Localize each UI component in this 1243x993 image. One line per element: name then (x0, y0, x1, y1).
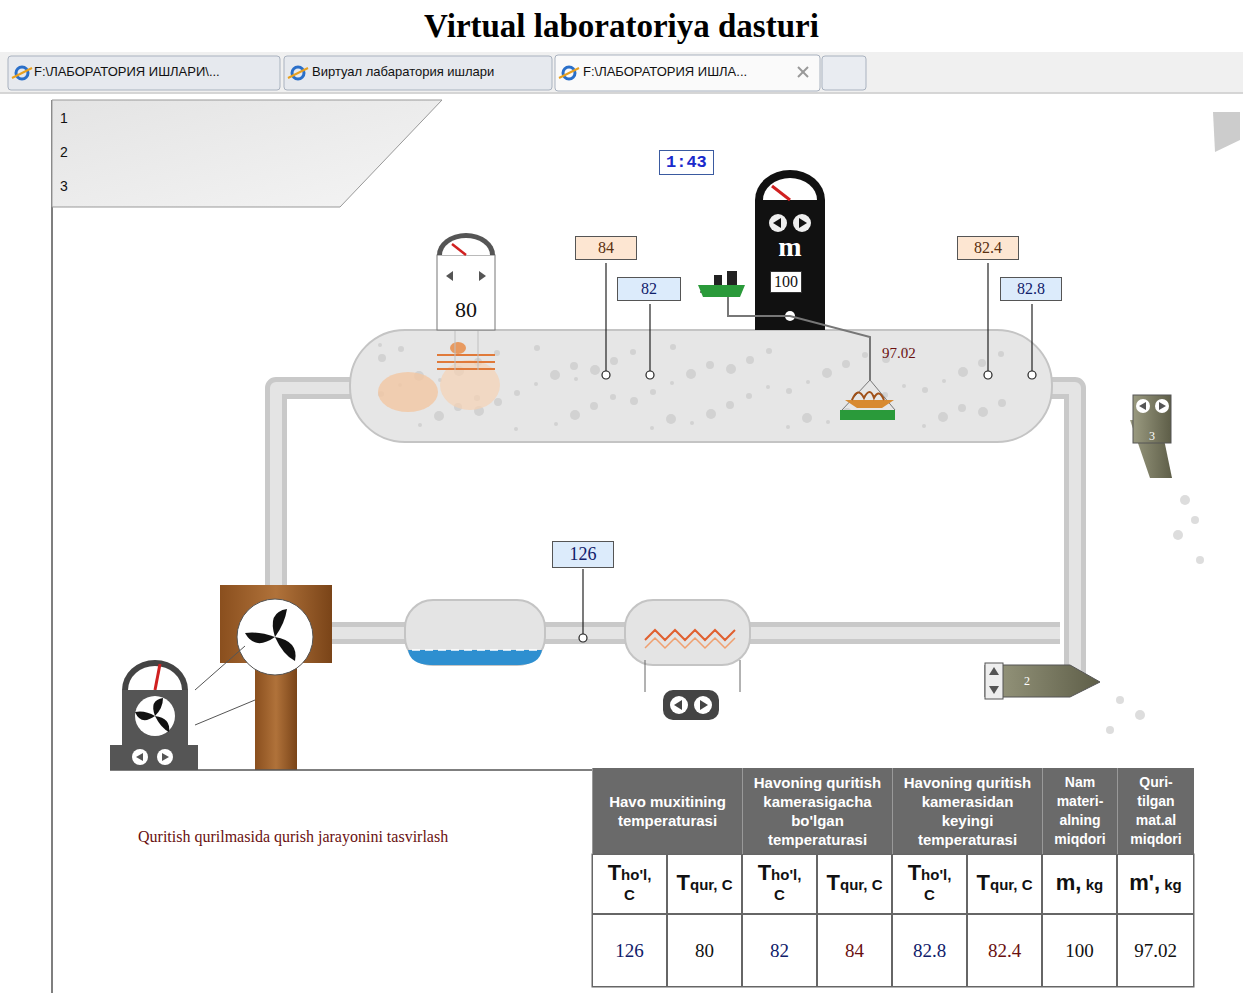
column-symbol: m, kg (1056, 873, 1103, 895)
value-text: 2 (1024, 674, 1030, 689)
table-value: 84 (845, 940, 864, 962)
gauge-value: 80 (455, 297, 477, 323)
column-symbol: Tho'l, C (601, 863, 659, 905)
temperature-sensor: 84 (575, 236, 637, 260)
table-value: 126 (615, 940, 644, 962)
page-title: Virtual laboratoriya dasturi (0, 8, 1243, 45)
value-text: 126 (559, 544, 607, 565)
value-text: 82 (624, 280, 674, 298)
value-text: 84 (582, 239, 630, 257)
column-symbol: Tho'l, C (901, 863, 959, 905)
sample-mass: 97.02 (882, 345, 916, 362)
table-column-header: Tho'l, C (892, 854, 967, 914)
column-symbol: Tho'l, C (751, 863, 809, 905)
table-column-header: Tqur, C (667, 854, 742, 914)
figure-caption: Quritish qurilmasida qurish jarayonini t… (138, 828, 448, 846)
table-value: 80 (695, 940, 714, 962)
table-header: Havoning quritish kamerasidan keyingi te… (892, 768, 1042, 854)
column-symbol: Tqur, C (677, 873, 733, 895)
table-header: Havoning quritish kamerasigacha bo'lgan … (742, 768, 892, 854)
column-symbol: Tqur, C (977, 873, 1033, 895)
menu-item: 2 (60, 142, 68, 176)
mass-readout: 100 (770, 271, 802, 293)
table-cell: 82.8 (892, 914, 967, 987)
temperature-sensor: 126 (552, 541, 614, 568)
menu-item: 3 (60, 176, 68, 210)
temperature-sensor: 82 (617, 277, 681, 301)
table-column-header: Tqur, C (817, 854, 892, 914)
table-value: 82.8 (913, 940, 946, 962)
table-column-header: Tqur, C (967, 854, 1042, 914)
temperature-sensor: 82.4 (957, 236, 1019, 260)
table-cell: 82 (742, 914, 817, 987)
menu-item: 1 (60, 108, 68, 142)
table-value: 100 (1065, 940, 1094, 962)
value-text: 80 (455, 297, 477, 323)
menu-panel: 123 (60, 108, 68, 210)
table-cell: 82.4 (967, 914, 1042, 987)
table-header: Havo muxitining temperaturasi (592, 768, 742, 854)
table-cell: 80 (667, 914, 742, 987)
table-value: 82.4 (988, 940, 1021, 962)
scale-unit: m 100 (755, 170, 825, 330)
timer-box: 1:43 (659, 150, 714, 175)
browser-tab: F:\ЛАБОРАТОРИЯ ИШЛА... (583, 64, 747, 79)
table-column-header: m, kg (1042, 854, 1117, 914)
table-column-header: Tho'l, C (592, 854, 667, 914)
browser-tab: Виртуал лабаратория ишлари (312, 64, 494, 79)
value-text: 3 (1149, 429, 1155, 444)
value-text: 1:43 (666, 153, 707, 172)
valve-number: 2 (1024, 674, 1030, 689)
value-text: Виртуал лабаратория ишлари (312, 64, 494, 79)
table-cell: 84 (817, 914, 892, 987)
value-text: 82.8 (1007, 280, 1055, 298)
table-header: Quri- tilgan mat.al miqdori (1117, 768, 1194, 854)
table-column-header: m', kg (1117, 854, 1194, 914)
table-value: 82 (770, 940, 789, 962)
browser-tab: F:\ЛАБОРАТОРИЯ ИШЛАРИ\... (34, 64, 220, 79)
column-symbol: m', kg (1129, 873, 1182, 895)
value-text: 82.4 (964, 239, 1012, 257)
temperature-sensor: 82.8 (1000, 277, 1062, 301)
column-symbol: Tqur, C (827, 873, 883, 895)
table-column-header: Tho'l, C (742, 854, 817, 914)
value-text: F:\ЛАБОРАТОРИЯ ИШЛАРИ\... (34, 64, 220, 79)
table-header: Nam materi- alning miqdori (1042, 768, 1117, 854)
mass-symbol: m (755, 232, 825, 262)
table-value: 97.02 (1134, 940, 1177, 962)
table-cell: 97.02 (1117, 914, 1194, 987)
table-cell: 100 (1042, 914, 1117, 987)
value-text: F:\ЛАБОРАТОРИЯ ИШЛА... (583, 64, 747, 79)
valve-number: 3 (1149, 429, 1155, 444)
table-cell: 126 (592, 914, 667, 987)
